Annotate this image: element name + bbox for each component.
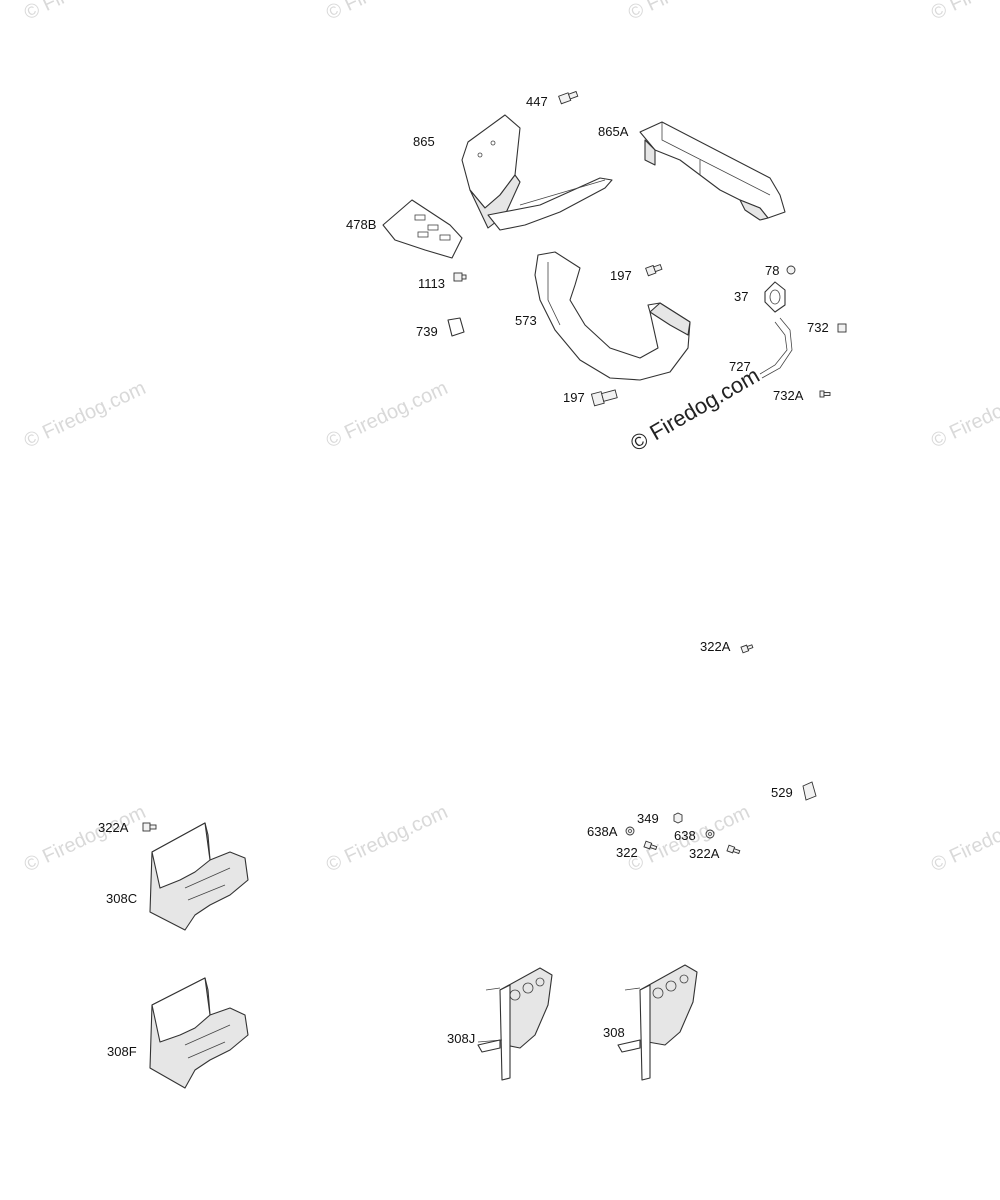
bracket-478B-icon — [382, 199, 463, 259]
watermark: © Firedog.com — [323, 0, 451, 25]
fastener-732-icon — [837, 323, 847, 333]
label-638A: 638A — [587, 824, 618, 839]
label-322A-right: 322A — [689, 846, 720, 861]
watermark: © Firedog.com — [625, 0, 753, 25]
label-308J: 308J — [447, 1031, 475, 1046]
watermark: © Firedog.com — [928, 377, 1000, 452]
fastener-732A-icon — [819, 390, 831, 398]
label-478B: 478B — [346, 217, 376, 232]
label-732: 732 — [807, 320, 829, 335]
shroud-308C-icon — [149, 822, 249, 931]
bolt-197-large-icon — [590, 389, 618, 407]
label-727: 727 — [729, 359, 751, 374]
bolt-322-icon — [643, 840, 658, 851]
shroud-308J-icon — [477, 967, 553, 1081]
shroud-308-icon — [617, 964, 698, 1081]
fastener-322A-left-icon — [142, 822, 157, 832]
watermark: © Firedog.com — [928, 0, 1000, 25]
label-447: 447 — [526, 94, 548, 109]
bolt-447-icon — [558, 90, 579, 105]
label-739: 739 — [416, 324, 438, 339]
baffle-573-icon — [534, 251, 691, 381]
fastener-1113-icon — [453, 272, 467, 282]
label-197-lower: 197 — [563, 390, 585, 405]
fastener-322A-mid-icon — [740, 644, 754, 654]
watermark: © Firedog.com — [21, 0, 149, 25]
screw-78-icon — [786, 265, 796, 275]
label-322A-left: 322A — [98, 820, 129, 835]
watermark: © Firedog.com — [928, 801, 1000, 876]
label-37: 37 — [734, 289, 748, 304]
label-308: 308 — [603, 1025, 625, 1040]
washer-638A-icon — [625, 826, 635, 836]
washer-638-icon — [705, 829, 715, 839]
clip-529-icon — [802, 781, 817, 801]
watermark: © Firedog.com — [21, 801, 149, 876]
label-529: 529 — [771, 785, 793, 800]
label-197: 197 — [610, 268, 632, 283]
label-322: 322 — [616, 845, 638, 860]
watermark: © Firedog.com — [323, 801, 451, 876]
watermark: © Firedog.com — [21, 377, 149, 452]
label-322A-mid: 322A — [700, 639, 731, 654]
shroud-865-icon — [461, 114, 613, 231]
bolt-322A-right-icon — [726, 844, 741, 855]
bolt-197-icon — [645, 263, 663, 277]
clip-739-icon — [447, 317, 465, 337]
label-78: 78 — [765, 263, 779, 278]
nut-349-icon — [673, 812, 683, 824]
label-308C: 308C — [106, 891, 137, 906]
shroud-308F-icon — [149, 977, 249, 1089]
gasket-37-icon — [764, 281, 786, 313]
label-865A: 865A — [598, 124, 629, 139]
watermark: © Firedog.com — [323, 377, 451, 452]
wire-727-icon — [759, 317, 793, 379]
label-865: 865 — [413, 134, 435, 149]
label-308F: 308F — [107, 1044, 137, 1059]
label-638: 638 — [674, 828, 696, 843]
label-1113: 1113 — [418, 276, 445, 291]
label-349: 349 — [637, 811, 659, 826]
frame-865A-icon — [639, 121, 786, 221]
label-732A: 732A — [773, 388, 804, 403]
label-573: 573 — [515, 313, 537, 328]
